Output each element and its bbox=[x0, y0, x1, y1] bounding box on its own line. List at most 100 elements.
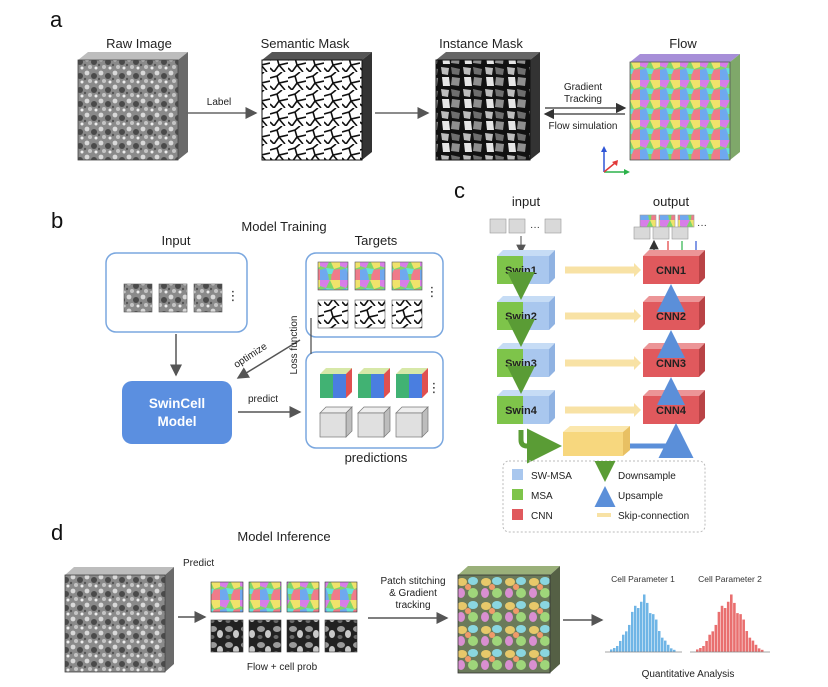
histogram-bar bbox=[708, 634, 711, 652]
histogram-bar bbox=[723, 608, 727, 652]
histogram-bar bbox=[643, 594, 646, 652]
model-text-1: SwinCell bbox=[149, 396, 205, 411]
histogram-bar bbox=[652, 614, 655, 652]
panel-d-letter: d bbox=[51, 520, 63, 545]
histogram-cell-param-2 bbox=[696, 594, 764, 652]
skip-connections bbox=[507, 263, 685, 417]
cnn-block-label: CNN4 bbox=[656, 405, 687, 417]
swin-block-label: Swin1 bbox=[505, 265, 537, 277]
predictions-ellipsis: ⋮ bbox=[428, 380, 441, 395]
histogram-bar bbox=[625, 631, 628, 652]
legend-msa: MSA bbox=[531, 491, 553, 502]
histogram-bar bbox=[637, 608, 640, 652]
flow-cube bbox=[629, 54, 740, 161]
swin-block-label: Swin2 bbox=[505, 311, 537, 323]
histogram-bar bbox=[655, 619, 658, 652]
histogram-bar bbox=[634, 605, 637, 652]
model-training-title: Model Training bbox=[241, 219, 326, 234]
histogram-bar bbox=[754, 644, 758, 652]
histogram-bar bbox=[613, 648, 616, 652]
histogram-bar bbox=[702, 645, 705, 652]
stitch-text-1: Patch stitching bbox=[380, 576, 445, 587]
legend-box bbox=[502, 460, 706, 533]
instance-mask-caption: Instance Mask bbox=[439, 36, 523, 51]
stitch-text-2: & Gradient bbox=[389, 588, 437, 599]
target-patches bbox=[317, 261, 423, 329]
histogram-bar bbox=[739, 614, 742, 652]
swin-block-label: Swin4 bbox=[505, 405, 538, 417]
legend-skip: Skip-connection bbox=[618, 511, 689, 522]
cnn-block-label: CNN2 bbox=[656, 311, 686, 323]
histogram-bar bbox=[640, 601, 643, 652]
xyz-axes-icon bbox=[601, 146, 630, 175]
cnn-block-1: CNN1 bbox=[643, 250, 705, 284]
raw-image-caption: Raw Image bbox=[106, 36, 172, 51]
c-output-label: output bbox=[653, 194, 690, 209]
histogram-bar bbox=[742, 619, 745, 652]
c-input-patches bbox=[489, 218, 562, 234]
d-predict-text: Predict bbox=[183, 558, 214, 569]
input-patches bbox=[123, 283, 223, 313]
histogram-bar bbox=[661, 637, 664, 652]
histogram-bar bbox=[628, 624, 631, 652]
optimize-text: optimize bbox=[232, 341, 270, 371]
histogram-bar bbox=[736, 613, 739, 652]
raw-image-cube bbox=[77, 52, 188, 161]
predict-text: predict bbox=[248, 394, 278, 405]
legend-downsample: Downsample bbox=[618, 471, 676, 482]
optimize-arrow bbox=[236, 339, 301, 379]
histogram-bar bbox=[711, 631, 715, 652]
stitch-text-3: tracking bbox=[395, 600, 430, 611]
panel-b-letter: b bbox=[51, 208, 63, 233]
gradient-text-1: Gradient bbox=[564, 82, 603, 93]
model-inference-title: Model Inference bbox=[237, 529, 330, 544]
cnn-block-2: CNN2 bbox=[643, 296, 705, 330]
gradient-text-2: Tracking bbox=[564, 94, 602, 105]
instance-mask-cube bbox=[435, 52, 540, 161]
swin-block-4: Swin4 bbox=[497, 390, 555, 424]
cell-param-1-label: Cell Parameter 1 bbox=[611, 574, 675, 584]
histogram-bar bbox=[670, 648, 673, 652]
flow-caption: Flow bbox=[669, 36, 697, 51]
input-label: Input bbox=[162, 233, 191, 248]
histogram-bar bbox=[745, 631, 749, 652]
histogram-bar bbox=[658, 631, 661, 652]
model-text-2: Model bbox=[158, 414, 197, 429]
histogram-bar bbox=[757, 648, 761, 652]
histogram-bar bbox=[760, 649, 764, 652]
predictions-box bbox=[305, 351, 444, 449]
histogram-bar bbox=[720, 605, 724, 652]
histogram-bar bbox=[616, 645, 619, 652]
histogram-cell-param-1 bbox=[610, 594, 676, 652]
legend-msa-swatch bbox=[512, 489, 523, 500]
cell-param-2-label: Cell Parameter 2 bbox=[698, 574, 762, 584]
swin-block-1: Swin1 bbox=[497, 250, 555, 284]
flow-prob-patches bbox=[210, 581, 358, 653]
c-input-label: input bbox=[512, 194, 541, 209]
histogram-bar bbox=[610, 649, 613, 652]
cnn-block-label: CNN3 bbox=[656, 358, 686, 370]
histogram-bar bbox=[622, 634, 625, 652]
histogram-bar bbox=[730, 594, 733, 652]
swin-block-3: Swin3 bbox=[497, 343, 555, 377]
d-raw-image-cube bbox=[64, 567, 174, 673]
to-bottleneck-arrow bbox=[518, 428, 562, 464]
swin-block-label: Swin3 bbox=[505, 358, 537, 370]
cnn-block-4: CNN4 bbox=[643, 390, 705, 424]
input-ellipsis: ⋮ bbox=[227, 288, 240, 303]
quantitative-analysis-label: Quantitative Analysis bbox=[642, 669, 735, 680]
flow-cell-prob-label: Flow + cell prob bbox=[247, 662, 318, 673]
bottleneck-block bbox=[563, 426, 630, 456]
flow-simulation-text: Flow simulation bbox=[549, 121, 618, 132]
input-box bbox=[105, 252, 248, 333]
histogram-bar bbox=[673, 649, 676, 652]
histogram-bar bbox=[751, 640, 755, 652]
cnn-block-label: CNN1 bbox=[656, 265, 686, 277]
targets-box bbox=[305, 252, 444, 338]
legend-cnn: CNN bbox=[531, 511, 553, 522]
histogram-bar bbox=[717, 611, 721, 652]
histogram-bar bbox=[646, 602, 649, 652]
label-arrow-text: Label bbox=[207, 97, 231, 108]
